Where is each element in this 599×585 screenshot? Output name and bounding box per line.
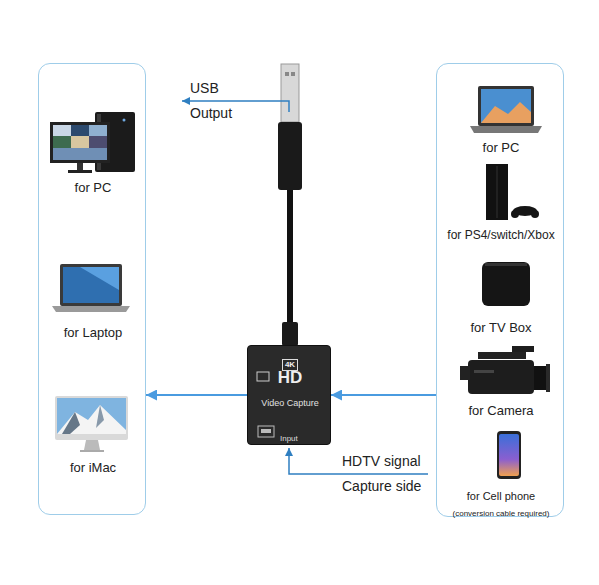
tv-box-icon-part [485,263,527,266]
signal-arrow [146,394,247,396]
phone-icon [497,431,521,479]
imac-icon-part [57,398,126,434]
laptop-icon-part [60,264,122,306]
camera-icon [460,346,550,394]
hdmi-port [261,429,271,433]
text-slot: for Camera [441,401,561,419]
source-panel: for PC for PS4/switch/Xbox for TV Box for C… [436,63,564,517]
caption-text: for TV Box [470,320,531,335]
pc-icon-part [50,122,110,163]
text-slot: for PC [43,178,143,196]
caption-text: for PC [483,140,520,155]
laptop-icon [52,264,130,312]
usb-cable [278,64,302,346]
pc-icon-part [53,125,71,136]
camera-icon-part [534,366,546,390]
console-icon-part [531,210,539,218]
usb-cable-part [287,190,293,324]
laptop-icon-part [80,267,119,290]
pc-icon-part [71,136,89,148]
caption-text: Input [280,434,298,443]
caption-text: for Camera [468,403,533,418]
pc-icon-part [77,163,83,170]
text-slot: for TV Box [441,318,561,336]
pc-icon-part [89,125,107,136]
imac-icon-part [57,405,126,434]
laptop-icon-part [478,86,534,126]
leader-line [182,101,428,474]
imac-icon-part [62,412,80,434]
text-slot: (conversion cable required) [441,502,561,520]
device-panel: for PC for Laptop for iMac [38,63,146,515]
phone-icon-part [497,431,521,479]
pc-icon-part [68,170,92,173]
tv-box-icon [482,262,530,306]
callout-label: USB Output [190,76,250,126]
caption-text: for PS4/switch/Xbox [447,228,554,242]
caption-text: Video Capture [261,398,318,408]
pc-icon-part [89,136,107,148]
camera-icon-part [546,364,550,392]
text-slot: for PC [441,138,561,156]
imac-icon [55,396,128,452]
text-slot: for Laptop [43,323,143,341]
text-slot: HD [252,368,328,388]
laptop-icon-part [63,267,119,303]
caption-text: for iMac [70,460,116,475]
callout-label: HDTV signal Capture side [342,449,442,499]
camera-icon-part [474,370,494,373]
usb-cable-part [291,72,295,76]
text-slot: Video Capture [252,392,328,410]
console-icon [486,164,539,220]
camera-icon-part [512,346,534,352]
callout-text: USB Output [190,76,250,126]
console-icon-part [497,166,498,218]
console-icon-part [486,164,508,220]
pc-icon-part [123,119,126,122]
pc-icon-part [53,148,107,160]
hdmi-port [258,426,274,437]
text-slot: for iMac [43,458,143,476]
callout-text: HDTV signal Capture side [342,449,442,499]
laptop-icon-part [52,306,130,312]
console-icon-part [511,210,519,218]
laptop-icon-part [481,89,531,123]
usb-cable-part [281,64,299,122]
text-slot: for PS4/switch/Xbox [441,225,561,243]
imac-icon-part [84,440,100,450]
camera-icon-part [468,360,534,394]
pc-icon-part [71,125,89,136]
pc-icon [50,112,135,173]
laptop-icon [470,86,542,133]
laptop-icon-part [470,126,542,133]
text-slot: Input [280,427,328,445]
usb-cable-part [282,322,298,346]
camera-icon-part [460,366,470,380]
screen-symbol [257,372,269,381]
caption-text: (conversion cable required) [453,509,550,518]
capture-device: 4KHDVideo CaptureInput [247,345,331,445]
usb-cable-part [278,122,302,190]
laptop-icon-part [481,102,531,123]
imac-icon-part [55,396,128,440]
usb-cable-part [285,72,289,76]
caption-text: for Cell phone [467,490,536,502]
pc-icon-part [53,136,71,148]
caption-text: HD [278,368,303,387]
tv-box-icon-part [482,262,530,306]
imac-icon-part [80,450,104,452]
caption-text: for Laptop [64,325,123,340]
imac-icon-part [96,405,104,428]
caption-text: for PC [75,180,112,195]
camera-icon-part [478,352,526,359]
phone-icon-part [499,434,519,476]
text-slot: for Cell phone [441,486,561,504]
signal-arrow [331,394,436,396]
